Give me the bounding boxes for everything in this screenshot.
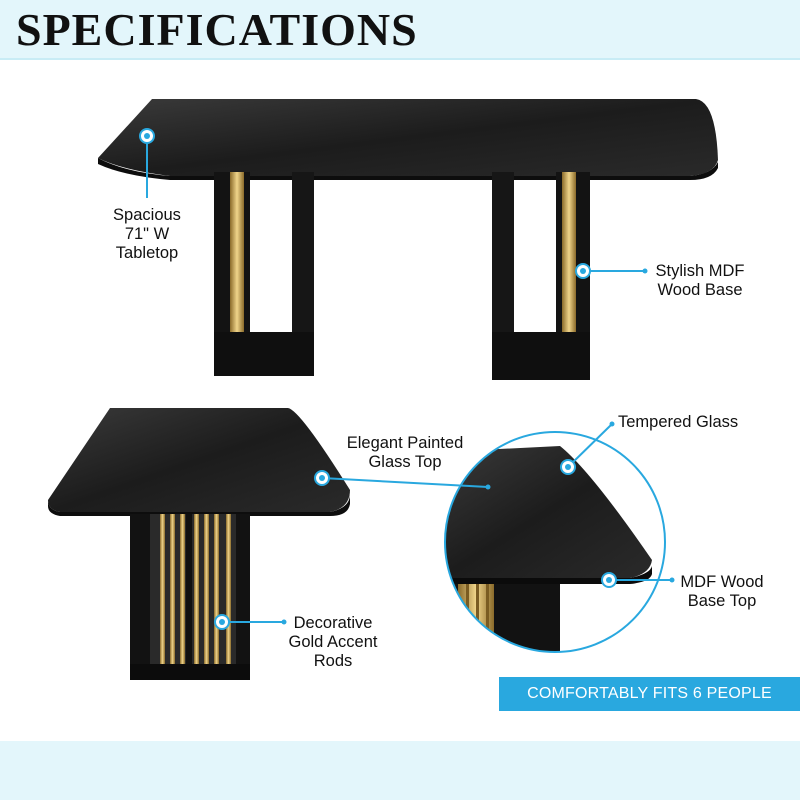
callout-gold-rods: Decorative Gold Accent Rods [288, 614, 378, 670]
tabletop-front [98, 99, 718, 176]
right-leg-gold [562, 172, 576, 332]
side-center-post [186, 514, 192, 664]
callout-painted-glass: Elegant Painted Glass Top [346, 434, 464, 471]
gold-rods [160, 514, 231, 664]
callout-base-top: MDF Wood Base Top [680, 573, 764, 610]
page-title: SPECIFICATIONS [16, 4, 418, 55]
table-side-view [48, 408, 350, 680]
footer-bar [0, 741, 800, 800]
capacity-banner: COMFORTABLY FITS 6 PEOPLE [499, 677, 800, 711]
zoom-detail [444, 431, 666, 653]
table-front-view [98, 99, 718, 380]
right-leg-inner [492, 172, 514, 332]
right-leg-base [492, 332, 590, 380]
tabletop-edge [98, 158, 718, 180]
tabletop-side [48, 408, 350, 512]
callout-base: Stylish MDF Wood Base [655, 262, 745, 299]
callout-tempered-glass: Tempered Glass [618, 413, 739, 431]
side-base-foot [130, 664, 250, 680]
tabletop-side-edge [48, 494, 350, 516]
left-leg-inner [292, 172, 314, 332]
callout-markers [139, 128, 675, 630]
header-bar: SPECIFICATIONS [0, 0, 800, 60]
left-leg-base [214, 332, 314, 376]
left-leg-gold [230, 172, 244, 332]
callout-tabletop: Spacious 71" W Tabletop [113, 206, 181, 262]
